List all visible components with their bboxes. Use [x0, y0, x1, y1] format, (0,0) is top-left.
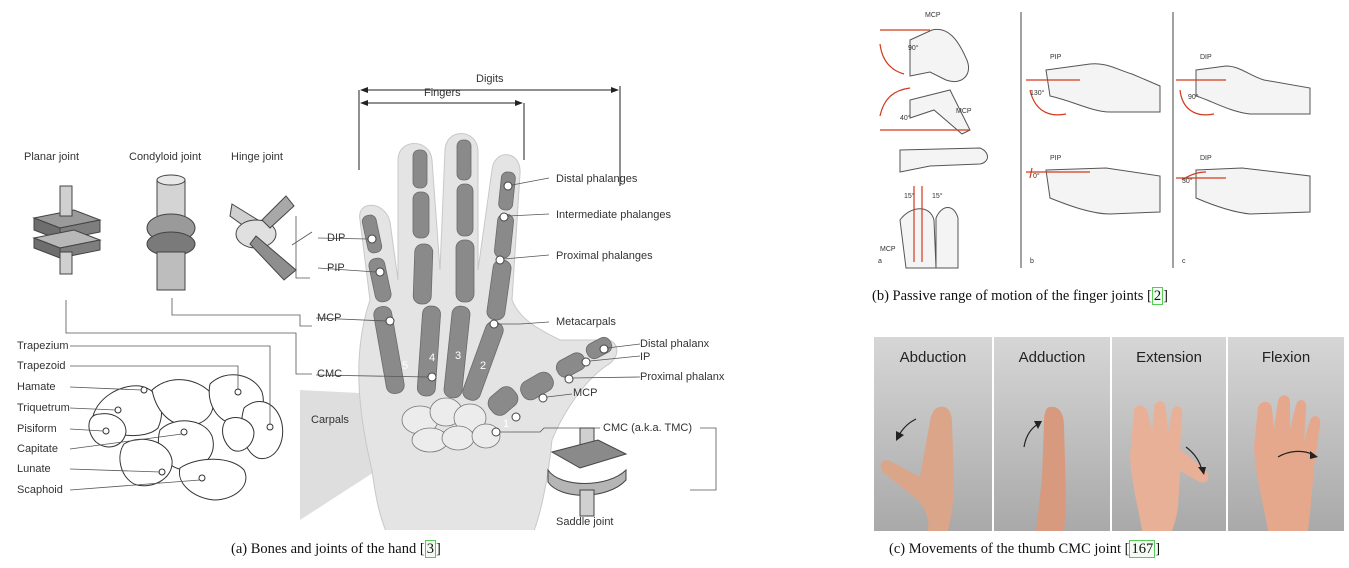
panel-c-caption-end: ]	[1155, 541, 1160, 557]
panel-c-citation-link[interactable]: 167	[1129, 540, 1155, 558]
adduction-hand-icon	[994, 337, 1110, 531]
thumb-abduction-photo: Abduction	[874, 337, 992, 531]
abduction-hand-icon	[874, 337, 992, 531]
thumb-flexion-photo: Flexion	[1228, 337, 1344, 531]
thumb-extension-photo: Extension	[1112, 337, 1226, 531]
thumb-adduction-photo: Adduction	[994, 337, 1110, 531]
extension-hand-icon	[1112, 337, 1226, 531]
panel-c-caption: (c) Movements of the thumb CMC joint [16…	[889, 541, 1160, 558]
panel-c-caption-text: (c) Movements of the thumb CMC joint [	[889, 541, 1129, 557]
flexion-hand-icon	[1228, 337, 1344, 531]
